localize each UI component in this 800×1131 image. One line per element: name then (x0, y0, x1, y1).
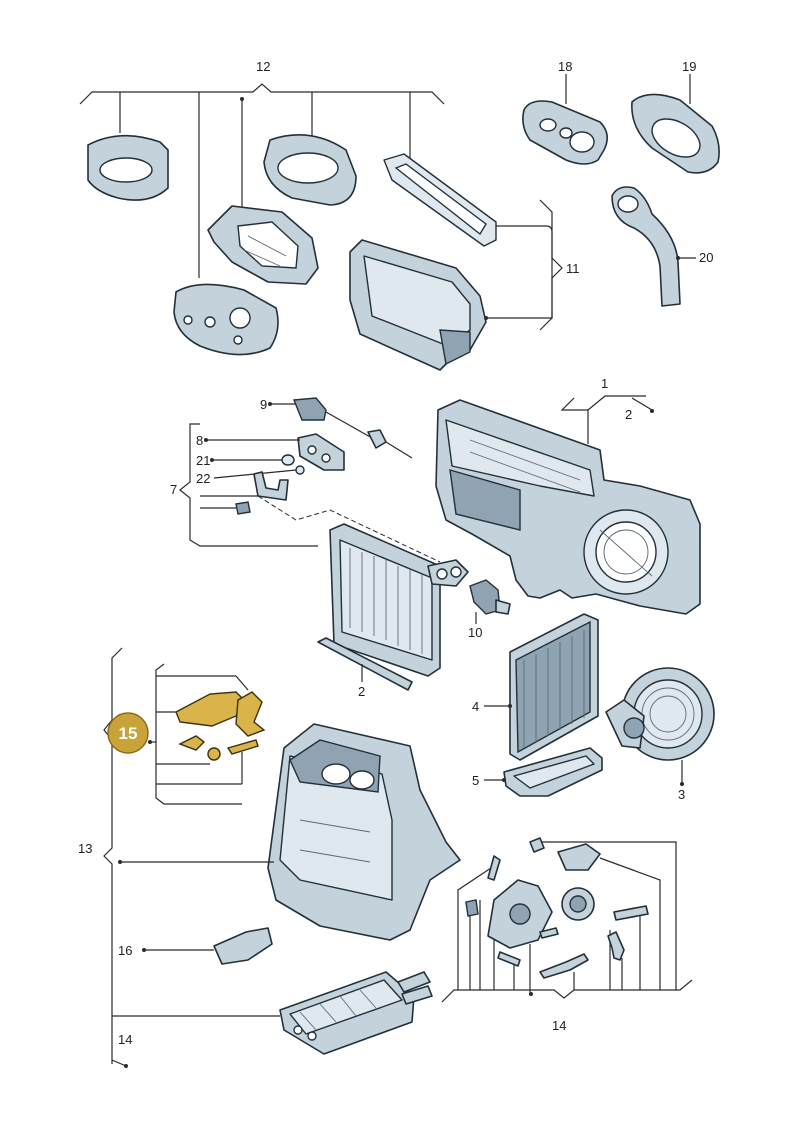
label-3: 3 (678, 787, 685, 802)
air-distribution-housing-1 (435, 395, 701, 615)
label-4: 4 (472, 699, 479, 714)
label-20: 20 (699, 250, 713, 265)
label-22: 22 (196, 471, 210, 486)
label-12: 12 (256, 59, 270, 74)
label-14-left: 14 (118, 1032, 132, 1047)
highlight-badge-15: 15 (107, 712, 149, 754)
filter-cover-5 (484, 747, 603, 797)
seal-oval-middle (263, 134, 357, 206)
label-19: 19 (682, 59, 696, 74)
seal-ring-19 (631, 74, 720, 174)
label-18: 18 (558, 59, 572, 74)
cover-plate-ribbed (207, 205, 319, 285)
blower-motor-3 (605, 667, 715, 786)
label-13: 13 (78, 841, 92, 856)
cabin-filter-4 (484, 613, 599, 761)
highlight-badge-label: 15 (119, 724, 138, 743)
label-7: 7 (170, 482, 177, 497)
actuator-group-14 (441, 837, 693, 1003)
flap-kit-15-highlight (175, 691, 266, 761)
label-21: 21 (196, 453, 210, 468)
label-5: 5 (472, 773, 479, 788)
seal-part-16 (142, 927, 273, 965)
label-14-right: 14 (552, 1018, 566, 1033)
label-2-top: 2 (625, 407, 632, 422)
sensor-actuator-group-7 (179, 397, 441, 563)
label-16: 16 (118, 943, 132, 958)
label-8: 8 (196, 433, 203, 448)
label-1: 1 (601, 376, 608, 391)
label-9: 9 (260, 397, 267, 412)
seal-flange-left (87, 134, 169, 201)
seal-part-18 (522, 74, 608, 165)
blower-resistor-10 (469, 579, 511, 624)
evaporator-2 (317, 523, 469, 691)
seal-group-12 (79, 83, 497, 356)
foam-pad-with-holes (173, 283, 279, 356)
hose-part-20 (611, 186, 696, 307)
housing-group-13 (103, 647, 461, 1068)
housing-part-11 (349, 199, 563, 371)
part-number-labels: 12 18 19 20 11 1 2 9 8 21 22 7 10 2 4 5 … (78, 59, 713, 1047)
label-10: 10 (468, 625, 482, 640)
highlight-badge-circle (107, 712, 149, 754)
heater-core-14 (112, 971, 433, 1055)
heater-housing-13 (118, 723, 461, 941)
seal-frame-right (383, 153, 497, 247)
label-11: 11 (566, 261, 580, 276)
label-2-bottom: 2 (358, 684, 365, 699)
